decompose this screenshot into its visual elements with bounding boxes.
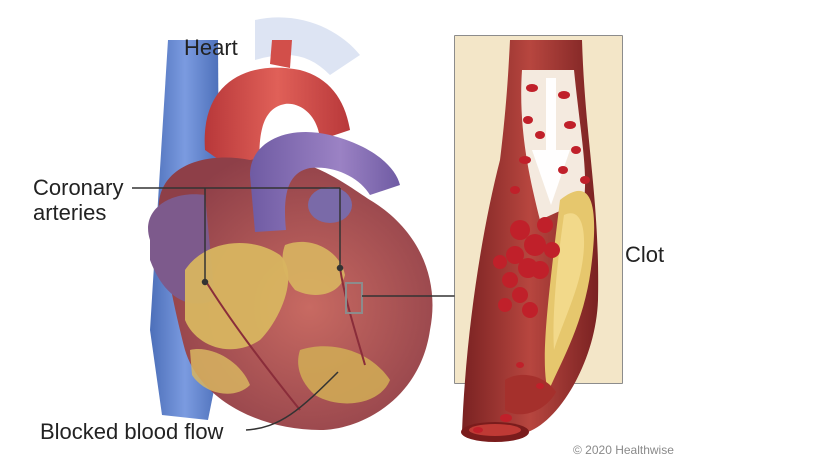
- coronary-arteries-label-line1: Coronary: [33, 175, 124, 200]
- coronary-arteries-label-line2: arteries: [33, 200, 107, 225]
- blocked-blood-flow-label: Blocked blood flow: [40, 419, 224, 444]
- heart-body: [148, 131, 433, 430]
- copyright-text: © 2020 Healthwise: [573, 443, 674, 457]
- artery-inset: [454, 35, 623, 442]
- blood-cells: [473, 84, 590, 433]
- clot-label: Clot: [625, 242, 665, 267]
- clot-cluster: [493, 217, 560, 318]
- heart-label: Heart: [184, 35, 238, 60]
